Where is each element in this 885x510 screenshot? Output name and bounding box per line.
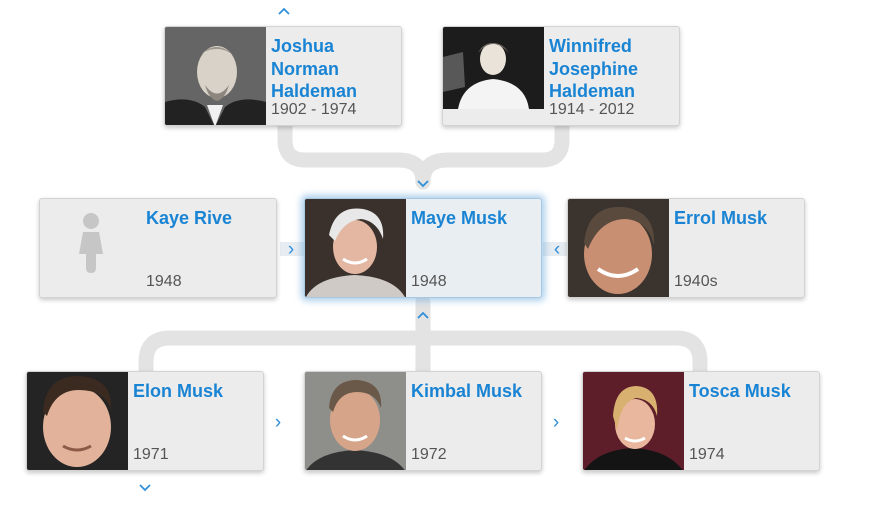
person-photo [583,372,684,470]
female-silhouette-icon [79,213,103,273]
navigate-right-arrow-icon[interactable]: › [287,239,295,260]
person-years: 1902 - 1974 [271,101,357,118]
person-card-errol-musk[interactable]: Errol Musk 1940s [567,198,805,298]
person-years: 1940s [674,273,718,290]
navigate-left-arrow-icon[interactable]: ‹ [553,239,561,260]
person-name[interactable]: Elon Musk [133,381,224,401]
person-card-maye-musk[interactable]: Maye Musk 1948 [304,198,542,298]
person-photo [568,199,669,297]
expand-down-chevron-icon[interactable] [138,483,152,493]
person-card-joshua-haldeman[interactable]: Joshua Norman Haldeman 1902 - 1974 [164,26,402,126]
person-name[interactable]: Kimbal Musk [411,381,523,401]
collapse-children-chevron-icon[interactable] [416,310,430,320]
navigate-right-arrow-icon[interactable]: › [274,412,282,433]
person-years: 1948 [146,273,182,290]
person-name[interactable]: Errol Musk [674,208,768,228]
person-years: 1974 [689,446,725,463]
collapse-parents-chevron-icon[interactable] [416,179,430,189]
person-name[interactable]: Joshua Norman Haldeman [271,36,358,101]
person-photo [27,372,128,470]
expand-up-chevron-icon[interactable] [277,6,291,16]
person-card-winnifred-haldeman[interactable]: Winnifred Josephine Haldeman 1914 - 2012 [442,26,680,126]
person-card-elon-musk[interactable]: Elon Musk 1971 [26,371,264,471]
person-photo [305,199,406,297]
person-card-tosca-musk[interactable]: Tosca Musk 1974 [582,371,820,471]
person-years: 1948 [411,273,447,290]
person-years: 1914 - 2012 [549,101,635,118]
person-photo [443,27,544,125]
person-years: 1971 [133,446,169,463]
person-photo [305,372,406,470]
person-years: 1972 [411,446,447,463]
navigate-right-arrow-icon[interactable]: › [552,412,560,433]
person-name[interactable]: Kaye Rive [146,208,233,228]
person-name[interactable]: Maye Musk [411,208,508,228]
person-card-kaye-rive[interactable]: Kaye Rive 1948 [39,198,277,298]
person-name[interactable]: Tosca Musk [689,381,791,401]
person-name[interactable]: Winnifred Josephine Haldeman [549,36,639,101]
person-card-kimbal-musk[interactable]: Kimbal Musk 1972 [304,371,542,471]
person-photo [165,27,266,125]
